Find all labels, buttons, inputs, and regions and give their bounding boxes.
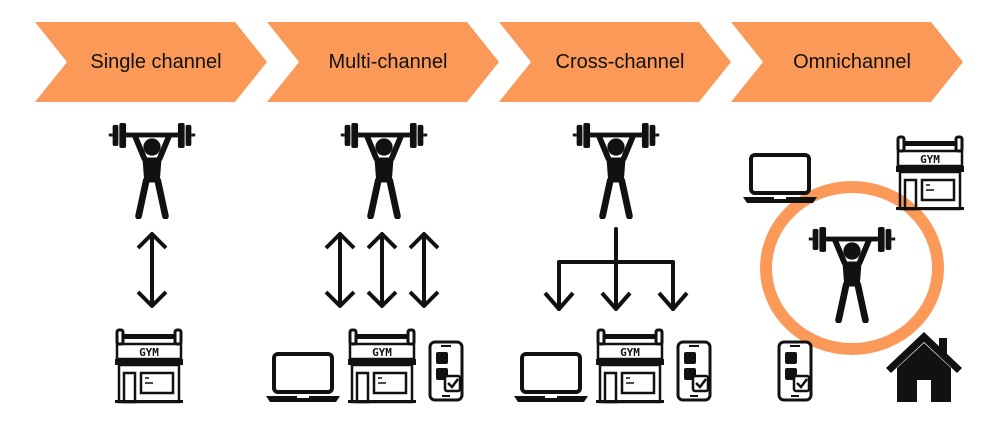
branch-arrow-icon [541, 227, 691, 317]
gym-sign-text: GYM [139, 346, 159, 359]
stage-label: Omnichannel [793, 50, 911, 73]
gym-sign-text: GYM [920, 153, 940, 166]
smartphone-icon [428, 340, 464, 402]
laptop-icon [265, 352, 341, 404]
chevron-shape [499, 22, 731, 102]
gym-sign-text: GYM [372, 346, 392, 359]
double-arrow-icon [320, 230, 360, 310]
gym-store-icon: GYM [596, 328, 664, 404]
stage-cross-channel: Cross-channel [499, 22, 731, 102]
chevron-shape [35, 22, 267, 102]
gym-store-icon: GYM [348, 328, 416, 404]
stage-single-channel: Single channel [35, 22, 267, 102]
stage-label: Cross-channel [555, 50, 685, 73]
double-arrow-icon [362, 230, 402, 310]
gym-sign-text: GYM [620, 346, 640, 359]
house-icon [884, 330, 964, 402]
stage-omnichannel: Omnichannel [731, 22, 963, 102]
stage-multi-channel: Multi-channel [267, 22, 499, 102]
weightlifter-icon [107, 123, 197, 219]
double-arrow-icon [132, 230, 172, 310]
stage-label: Multi-channel [328, 50, 448, 73]
weightlifter-icon [571, 123, 661, 219]
hub-ring [760, 181, 944, 355]
chevron-shape [731, 22, 963, 102]
laptop-icon [513, 352, 589, 404]
laptop-icon [742, 153, 818, 205]
smartphone-icon [777, 340, 813, 402]
weightlifter-icon [339, 123, 429, 219]
stage-label: Single channel [90, 50, 222, 73]
weightlifter-icon [807, 227, 897, 323]
smartphone-icon [676, 340, 712, 402]
gym-store-icon: GYM [115, 328, 183, 404]
chevron-shape [267, 22, 499, 102]
double-arrow-icon [404, 230, 444, 310]
gym-store-icon: GYM [896, 135, 964, 211]
